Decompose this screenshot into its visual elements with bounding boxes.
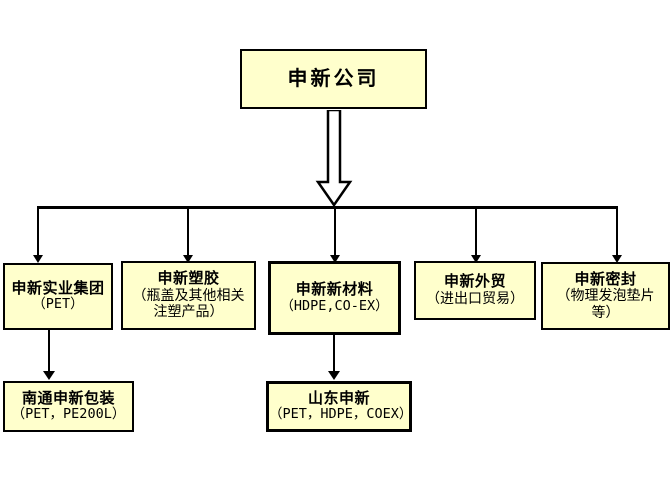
connector-arrowhead-5 [612,255,622,263]
node-root-title: 申新公司 [287,66,380,91]
node-title: 南通申新包装 [21,388,115,407]
connector-arrowhead-2 [183,255,193,263]
node-shenxin-new-materials[interactable]: 申新新材料 （HDPE,CO-EX） [268,261,401,335]
node-title: 山东申新 [307,388,370,407]
node-title: 申新密封 [574,269,637,288]
connector-root-to-node-4 [475,206,477,257]
connector-group-to-nantong [48,330,50,373]
block-arrow-icon [315,108,353,208]
connector-root-to-node-5 [616,206,618,257]
root-block-arrow [313,108,355,208]
node-shenxin-plastics[interactable]: 申新塑胶 （瓶盖及其他相关注塑产品） [121,261,256,330]
node-root[interactable]: 申新公司 [240,49,427,109]
node-nantong-shenxin-packaging[interactable]: 南通申新包装 （PET，PE200L） [3,381,134,432]
node-subtitle: （进出口贸易） [426,291,524,308]
node-subtitle: （HDPE,CO-EX） [280,297,389,314]
node-subtitle: （物理发泡垫片等） [556,288,655,321]
connector-arrowhead-nantong [43,371,55,380]
node-subtitle: （PET，PE200L） [11,406,126,423]
connector-arrowhead-3 [330,255,340,263]
node-title: 申新塑胶 [157,269,220,288]
connector-root-to-node-1 [37,206,39,257]
node-shandong-shenxin[interactable]: 山东申新 （PET，HDPE，COEX） [266,381,412,432]
node-title: 申新外贸 [443,272,506,291]
connector-root-to-node-2 [187,206,189,257]
connector-arrowhead-shandong [328,371,340,380]
connector-materials-to-shandong [333,335,335,373]
node-title: 申新实业集团 [11,278,105,297]
node-title: 申新新材料 [295,280,374,299]
node-subtitle: （瓶盖及其他相关注塑产品） [132,287,245,321]
connector-root-to-node-3 [334,206,336,257]
node-subtitle: （PET） [32,296,84,313]
node-subtitle: （PET，HDPE，COEX） [269,406,413,423]
node-shenxin-sealing[interactable]: 申新密封 （物理发泡垫片等） [541,262,670,330]
connector-arrowhead-1 [33,255,43,263]
level2-bus-line [37,206,618,209]
node-shenxin-industrial-group[interactable]: 申新实业集团 （PET） [3,263,113,330]
node-shenxin-foreign-trade[interactable]: 申新外贸 （进出口贸易） [414,261,536,320]
connector-arrowhead-4 [471,255,481,263]
